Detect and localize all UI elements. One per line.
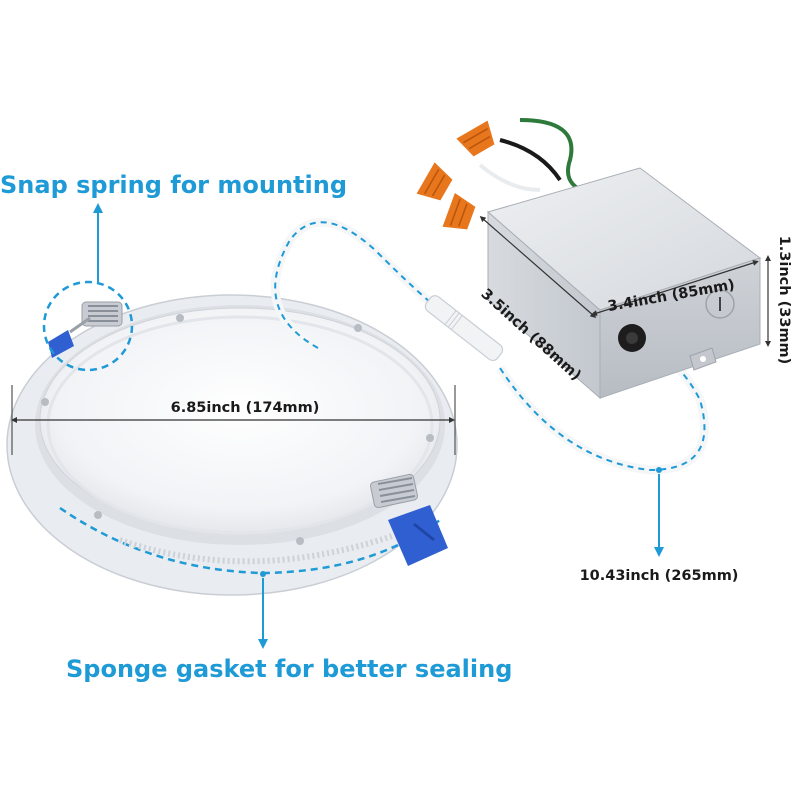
panel-inner-ring (46, 315, 434, 535)
sponge-gasket-line (59, 506, 441, 575)
box-length-line (591, 260, 759, 316)
snap-spring-left (48, 301, 123, 358)
screw (426, 434, 434, 442)
cable-length-label: 10.43inch (265mm) (580, 568, 739, 584)
snap-spring-label: Snap spring for mounting (0, 171, 347, 199)
cable-length-callout: 10.43inch (265mm) (580, 467, 739, 584)
gasket-ribs (119, 532, 396, 565)
sponge-gasket-callout: Sponge gasket for better sealing (66, 571, 512, 683)
wire-nut (442, 192, 476, 230)
junction-box: 3.4inch (85mm) 3.5inch (88mm) 1.3inch (3… (416, 118, 792, 400)
black-wire (499, 138, 562, 182)
connection-cable (270, 217, 709, 475)
wire-nut (416, 162, 453, 201)
screw (296, 537, 304, 545)
led-panel-light: 6.85inch (174mm) (6, 280, 458, 596)
clip-blue (388, 505, 448, 566)
box-height-label: 1.3inch (33mm) (776, 236, 792, 365)
panel-diameter-label: 6.85inch (174mm) (171, 400, 320, 416)
inline-connector (424, 295, 504, 362)
box-width-line (479, 216, 597, 318)
white-wire (478, 163, 541, 192)
screw (354, 324, 362, 332)
spring-highlight-circle (42, 280, 134, 372)
screw (176, 314, 184, 322)
snap-spring-right (370, 473, 448, 566)
snap-spring-callout: Snap spring for mounting (0, 171, 347, 282)
wire-nut (456, 120, 495, 157)
clip-blue (48, 330, 74, 358)
screw (41, 398, 49, 406)
screw (94, 511, 102, 519)
sponge-gasket-label: Sponge gasket for better sealing (66, 655, 512, 683)
